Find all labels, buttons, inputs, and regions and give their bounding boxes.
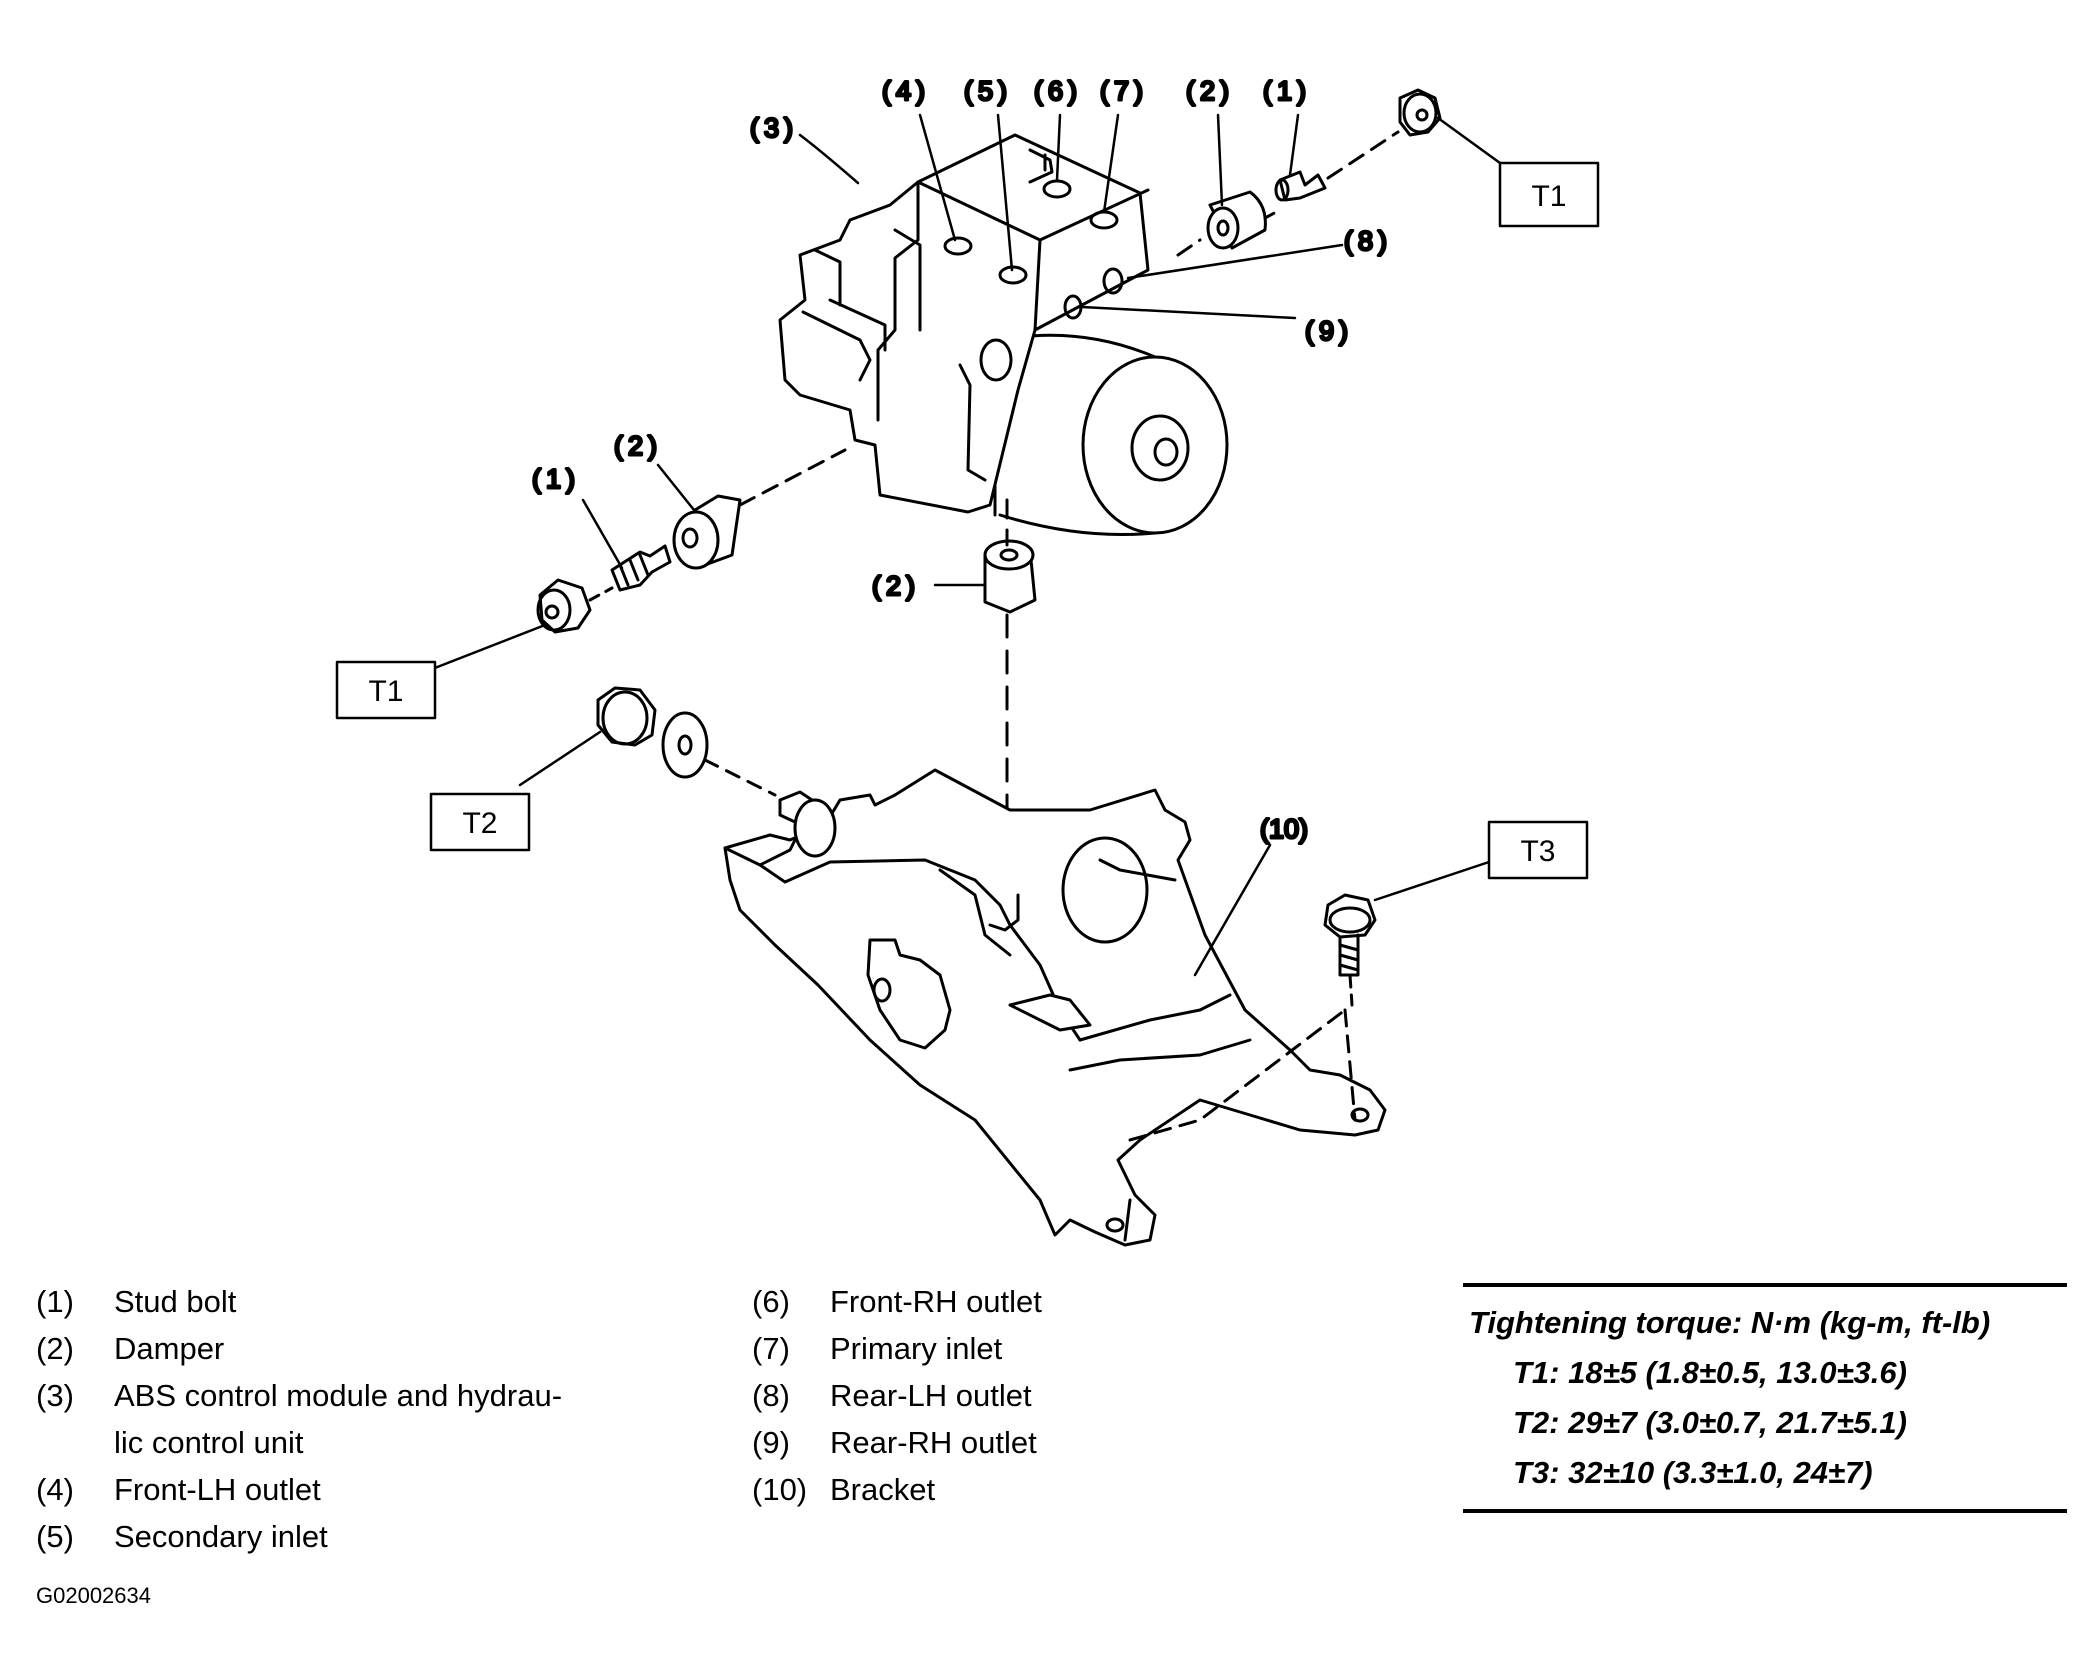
- torque-tag-t1-top: T1: [1498, 161, 1600, 228]
- washer-t2: [661, 711, 709, 779]
- legend-item: lic control unit: [114, 1425, 304, 1460]
- callout-2-mid: (2): [872, 571, 920, 601]
- svg-text:T1: T1: [368, 675, 403, 708]
- callout-1-top: (1): [1263, 76, 1311, 106]
- hydraulic-control-unit: [778, 133, 1229, 537]
- legend-item: (4)Front-LH outlet: [36, 1472, 321, 1507]
- legend-item: (9)Rear-RH outlet: [752, 1425, 1037, 1460]
- callout-labels: (3) (4) (5) (6) (7) (2) (1) (8) (9) (1) …: [531, 75, 1392, 846]
- callout-8: (8): [1344, 226, 1392, 256]
- flange-nut-top: [1398, 88, 1442, 137]
- torque-line-t3: T3: 32±10 (3.3±1.0, 24±7): [1513, 1455, 1873, 1490]
- bolt-t3: [1323, 893, 1377, 977]
- callout-2-left: (2): [614, 431, 662, 461]
- callout-2-top: (2): [1186, 76, 1234, 106]
- tightening-torque-table: Tightening torque: N·m (kg-m, ft-lb) T1:…: [1463, 1283, 2067, 1513]
- legend-item: (6)Front-RH outlet: [752, 1284, 1042, 1319]
- torque-tag-t2: T2: [429, 792, 531, 852]
- torque-line-t2: T2: 29±7 (3.0±0.7, 21.7±5.1): [1513, 1405, 1907, 1440]
- callout-6: (6): [1034, 76, 1082, 106]
- damper-top: [1206, 190, 1267, 250]
- leader-lines: [420, 113, 1502, 977]
- callout-5: (5): [964, 76, 1012, 106]
- callout-9: (9): [1305, 316, 1353, 346]
- torque-tag-t3: T3: [1487, 820, 1589, 880]
- callout-4: (4): [882, 76, 930, 106]
- legend-item: (5)Secondary inlet: [36, 1519, 328, 1554]
- svg-text:T1: T1: [1531, 180, 1566, 213]
- callout-3: (3): [750, 113, 798, 143]
- legend-right: (6)Front-RH outlet (7)Primary inlet (8)R…: [752, 1278, 1042, 1513]
- callout-1-left: (1): [532, 464, 580, 494]
- legend-left: (1)Stud bolt (2)Damper (3)ABS control mo…: [36, 1278, 562, 1560]
- bracket: [723, 768, 1387, 1247]
- nut-t2: [596, 686, 657, 747]
- torque-title: Tightening torque: N·m (kg-m, ft-lb): [1469, 1305, 1991, 1340]
- legend-item: (8)Rear-LH outlet: [752, 1378, 1032, 1413]
- stud-bolt-top: [1274, 170, 1327, 202]
- legend-item: (2)Damper: [36, 1331, 225, 1366]
- legend-item: (7)Primary inlet: [752, 1331, 1003, 1366]
- figure-id: G02002634: [36, 1583, 151, 1608]
- svg-text:T2: T2: [462, 807, 497, 840]
- callout-10: (10): [1260, 814, 1308, 844]
- svg-text:T3: T3: [1520, 835, 1555, 868]
- torque-line-t1: T1: 18±5 (1.8±0.5, 13.0±3.6): [1513, 1355, 1907, 1390]
- legend-item: (10)Bracket: [752, 1472, 936, 1507]
- damper-left: [672, 494, 742, 570]
- flange-nut-left: [536, 578, 592, 634]
- legend-item: (1)Stud bolt: [36, 1284, 237, 1319]
- callout-7: (7): [1100, 76, 1148, 106]
- legend-item: (3)ABS control module and hydrau-: [36, 1378, 563, 1413]
- torque-tag-t1-left: T1: [335, 660, 437, 720]
- damper-middle: [983, 539, 1037, 614]
